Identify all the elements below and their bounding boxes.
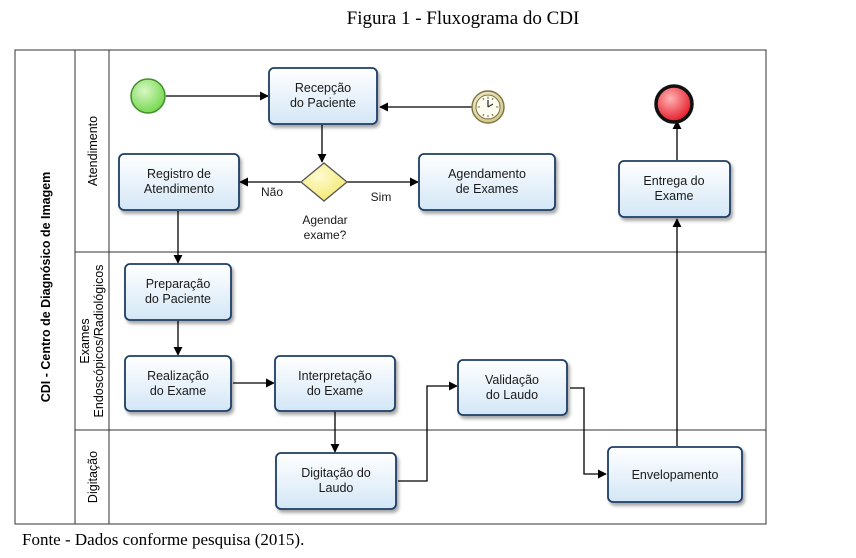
task-validacao-line1: Validação	[485, 373, 539, 387]
task-entrega: Entrega do Exame	[618, 160, 731, 218]
decision-gateway	[299, 162, 349, 202]
task-validacao: Validação do Laudo	[457, 359, 568, 416]
task-interpretacao-line1: Interpretação	[298, 369, 372, 383]
start-event	[130, 78, 166, 114]
pool-label: CDI - Centro de Diagnósico de Imagem	[39, 172, 53, 403]
task-recepcao-line1: Recepção	[295, 81, 351, 95]
task-realizacao: Realização do Exame	[124, 355, 232, 412]
gateway-no-label: Não	[261, 185, 283, 199]
task-digitacao-laudo: Digitação do Laudo	[275, 452, 397, 510]
task-realizacao-line1: Realização	[147, 369, 209, 383]
lane-label-exames-line1: Exames	[78, 318, 92, 363]
gateway-question-line1: Agendar	[302, 213, 347, 227]
sequence-flows	[166, 91, 682, 482]
task-recepcao: Recepção do Paciente	[268, 67, 378, 125]
figure-source-note: Fonte - Dados conforme pesquisa (2015).	[22, 530, 305, 549]
task-interpretacao-line2: do Exame	[307, 384, 363, 398]
task-preparacao-line1: Preparação	[146, 277, 211, 291]
end-event	[654, 84, 694, 124]
gateway-yes-label: Sim	[371, 190, 392, 204]
lane-label-atendimento: Atendimento	[86, 116, 100, 186]
timer-event-icon	[471, 90, 505, 124]
task-entrega-line1: Entrega do	[643, 174, 704, 188]
task-entrega-line2: Exame	[655, 189, 694, 203]
task-interpretacao: Interpretação do Exame	[274, 355, 396, 412]
figure-title: Figura 1 - Fluxograma do CDI	[346, 8, 580, 29]
pool	[14, 49, 767, 525]
task-agendamento: Agendamento de Exames	[418, 153, 556, 211]
flow-digitacao-to-validacao	[398, 381, 458, 482]
task-recepcao-line2: do Paciente	[290, 96, 356, 110]
task-registro-line2: Atendimento	[144, 182, 214, 196]
lane-label-digitacao: Digitação	[86, 451, 100, 503]
task-agendamento-line1: Agendamento	[448, 167, 526, 181]
task-envelopamento: Envelopamento	[607, 446, 743, 503]
task-validacao-line2: do Laudo	[486, 388, 538, 402]
flow-validacao-to-envelopamento	[570, 387, 607, 479]
lane-label-exames-line2: Endoscópicos/Radiológicos	[92, 265, 106, 418]
task-digitacao-laudo-line1: Digitação do	[301, 466, 371, 480]
task-preparacao-line2: do Paciente	[145, 292, 211, 306]
task-registro: Registro de Atendimento	[118, 153, 240, 211]
task-envelopamento-label: Envelopamento	[632, 468, 719, 482]
task-registro-line1: Registro de	[147, 167, 211, 181]
task-agendamento-line2: de Exames	[456, 182, 519, 196]
task-digitacao-laudo-line2: Laudo	[319, 481, 354, 495]
task-preparacao: Preparação do Paciente	[124, 263, 232, 321]
gateway-question-line2: exame?	[304, 228, 347, 242]
task-realizacao-line2: do Exame	[150, 384, 206, 398]
